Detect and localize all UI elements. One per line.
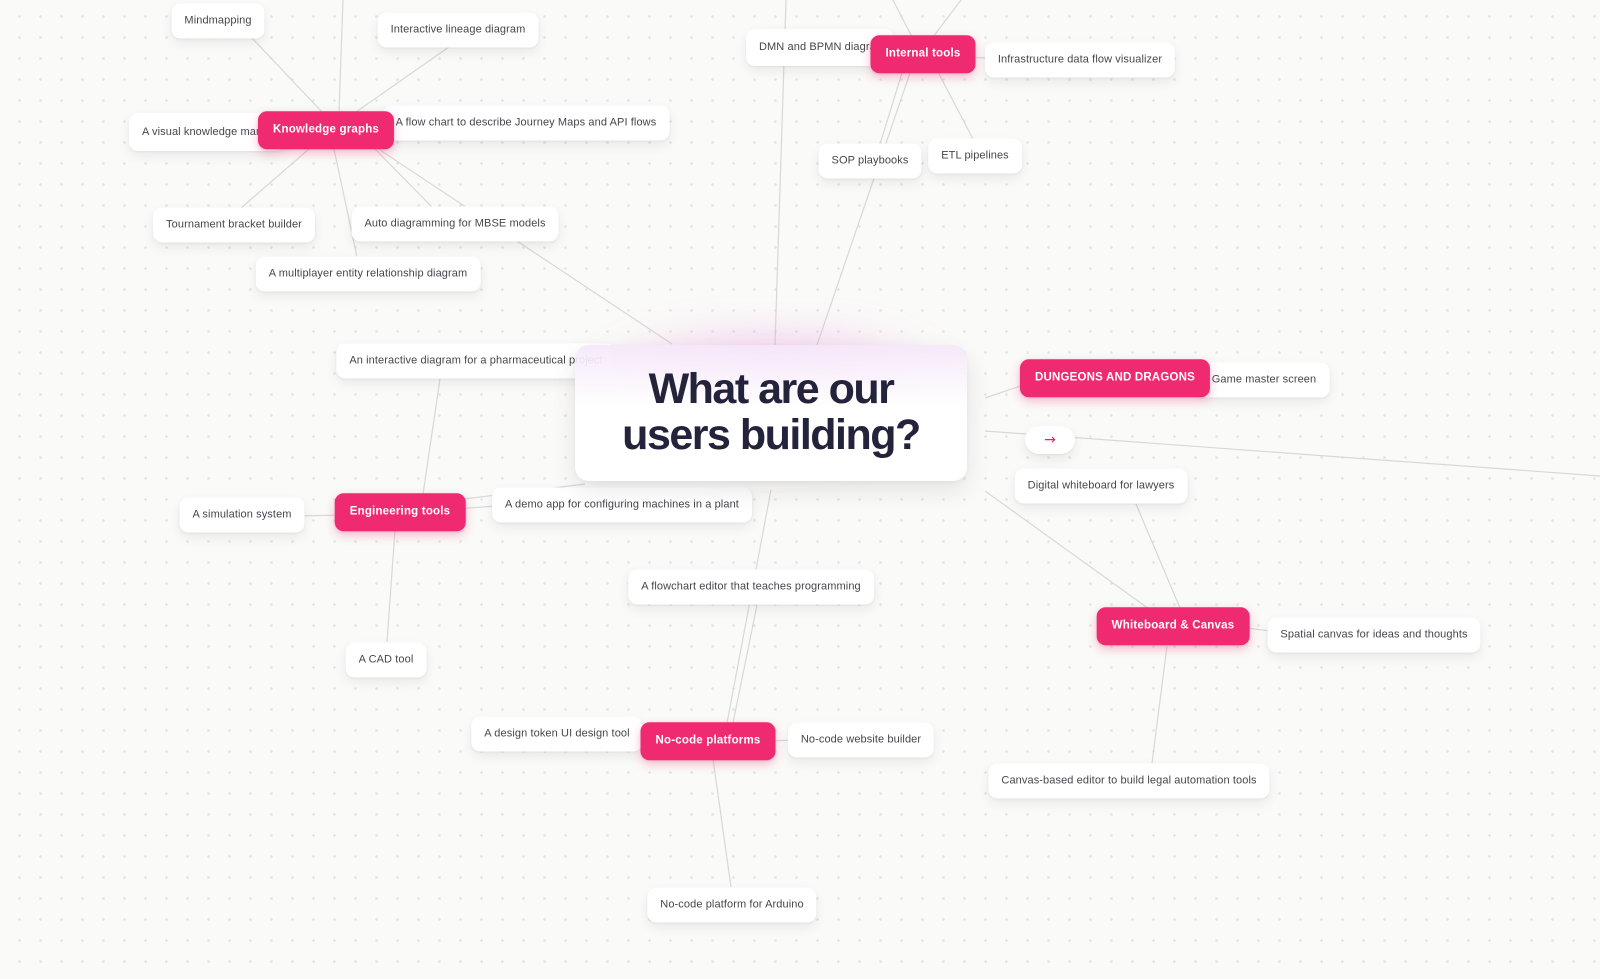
- right-arrow-icon: →: [1044, 432, 1056, 448]
- leaf-node-no-code-arduino[interactable]: No-code platform for Arduino: [647, 887, 817, 923]
- category-node-internal-tools[interactable]: Internal tools: [870, 35, 976, 73]
- leaf-node-etl-pipelines[interactable]: ETL pipelines: [928, 138, 1022, 174]
- edge-pharma-engineering: [422, 378, 441, 495]
- leaf-node-auto-diagramming-mbse[interactable]: Auto diagramming for MBSE models: [351, 206, 559, 242]
- edge-etl-internal-tools: [937, 71, 974, 140]
- leaf-node-no-code-website-builder[interactable]: No-code website builder: [787, 722, 935, 758]
- edge-center-arrow-right: [984, 430, 1600, 477]
- edge-internal-tools-up-right: [932, 0, 962, 38]
- edge-center-internal-tools: [816, 72, 911, 346]
- leaf-node-interactive-lineage-diagram[interactable]: Interactive lineage diagram: [377, 12, 539, 48]
- edge-knowledge-graphs-up: [338, 0, 344, 113]
- leaf-node-simulation-system[interactable]: A simulation system: [179, 497, 305, 533]
- edge-no-code-arduino: [712, 758, 732, 888]
- leaf-node-mindmapping[interactable]: Mindmapping: [171, 3, 265, 39]
- central-topic-title: What are our users building?: [622, 365, 921, 459]
- edge-engineering-cad: [386, 529, 396, 643]
- edge-knowledge-graphs-tournament: [240, 148, 310, 209]
- leaf-node-cad-tool[interactable]: A CAD tool: [345, 642, 427, 678]
- category-node-knowledge-graphs[interactable]: Knowledge graphs: [257, 111, 395, 149]
- edge-knowledge-graphs-mbse: [373, 147, 433, 208]
- category-node-engineering-tools[interactable]: Engineering tools: [334, 493, 466, 531]
- edge-center-knowledge-graphs: [379, 149, 673, 345]
- central-title-line1: What are our: [648, 365, 895, 414]
- edge-knowledge-graphs-lineage: [355, 46, 450, 113]
- leaf-node-game-master-screen[interactable]: Game master screen: [1198, 362, 1330, 398]
- edge-flowchart-no-code: [732, 604, 758, 724]
- edge-knowledge-graphs-multiplayer: [333, 148, 358, 258]
- leaf-node-flow-chart-journey-maps[interactable]: A flow chart to describe Journey Maps an…: [382, 105, 670, 141]
- leaf-node-dmn-bpmn-editor[interactable]: DMN and BPMN diagram editor: [746, 29, 894, 66]
- leaf-node-sop-playbooks[interactable]: SOP playbooks: [818, 143, 922, 179]
- leaf-node-canvas-legal-automation[interactable]: Canvas-based editor to build legal autom…: [988, 763, 1270, 799]
- central-topic-node[interactable]: What are our users building?: [575, 345, 967, 481]
- collapsed-branch-pill[interactable]: →: [1025, 426, 1075, 454]
- leaf-node-multiplayer-erd[interactable]: A multiplayer entity relationship diagra…: [255, 256, 481, 292]
- leaf-node-digital-whiteboard-lawyers[interactable]: Digital whiteboard for lawyers: [1014, 468, 1188, 504]
- edge-center-no-code: [726, 489, 772, 724]
- central-title-line2: users building?: [622, 411, 921, 459]
- edge-digital-whiteboard-whiteboard: [1135, 503, 1181, 609]
- edge-sop-internal-tools: [879, 72, 903, 145]
- category-node-whiteboard-canvas[interactable]: Whiteboard & Canvas: [1096, 607, 1250, 645]
- category-node-no-code-platforms[interactable]: No-code platforms: [640, 722, 776, 760]
- edge-knowledge-graphs-mindmapping: [250, 36, 323, 113]
- leaf-node-flowchart-teaches-programming[interactable]: A flowchart editor that teaches programm…: [628, 569, 874, 605]
- leaf-node-infrastructure-data-flow[interactable]: Infrastructure data flow visualizer: [984, 42, 1176, 78]
- leaf-node-tournament-bracket-builder[interactable]: Tournament bracket builder: [153, 207, 315, 243]
- edge-internal-tools-up-left: [892, 0, 913, 38]
- edge-whiteboard-legal: [1151, 645, 1168, 764]
- leaf-node-spatial-canvas[interactable]: Spatial canvas for ideas and thoughts: [1267, 617, 1481, 653]
- category-node-dungeons-and-dragons[interactable]: DUNGEONS AND DRAGONS: [1019, 359, 1211, 397]
- leaf-node-design-token-ui[interactable]: A design token UI design tool: [471, 716, 643, 752]
- edge-center-whiteboard: [984, 490, 1150, 610]
